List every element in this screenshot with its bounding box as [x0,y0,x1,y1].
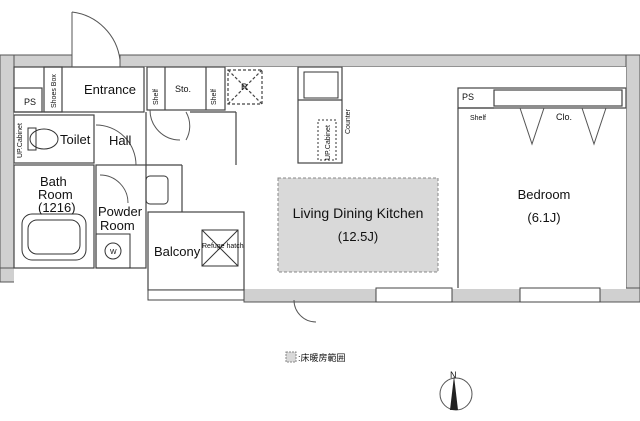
shelf-label-2: Shelf [211,89,218,105]
hall-label: Hall [109,133,132,148]
ps-label-left: PS [24,97,36,107]
windows [147,287,601,303]
floor-heating-area [277,177,439,273]
shelf-label-1: Shelf [153,89,160,105]
up-cabinet-label-kitchen: UP.Cabinet [325,125,332,160]
legend-text: :床暖房範囲 [298,352,346,363]
balcony-label: Balcony [154,244,201,259]
legend-swatch [285,351,297,363]
bedroom-label: Bedroom [518,187,571,202]
bath-room-label-1: Bath [40,174,67,189]
bath-room-label-2: Room [38,187,73,202]
shoes-box-label: Shoes Box [51,74,58,108]
sto-label: Sto. [175,84,191,94]
washer-label: W [110,249,117,256]
toilet-label: Toilet [60,132,91,147]
counter-label: Counter [345,108,352,134]
up-cabinet-label-toilet: UP.Cabinet [17,123,24,158]
ldk-size: (12.5J) [338,229,378,244]
powder-room-label-2: Room [100,218,135,233]
refuge-hatch-label: Refuge hatch [202,243,244,250]
door-swings [71,11,607,323]
ps-label-right: PS [462,92,474,102]
ldk-label: Living Dining Kitchen [293,205,424,221]
closet-label: Clo. [556,112,572,122]
powder-room-label-1: Powder [98,204,143,219]
refrigerator-label: R [241,82,248,92]
bath-room-size: (1216) [38,200,76,215]
fixtures [21,71,339,269]
shelf-label-bedroom: Shelf [470,115,486,122]
north-arrow [439,376,473,411]
north-label: N [450,370,457,380]
entrance-label: Entrance [84,82,136,97]
bedroom-size: (6.1J) [527,210,560,225]
